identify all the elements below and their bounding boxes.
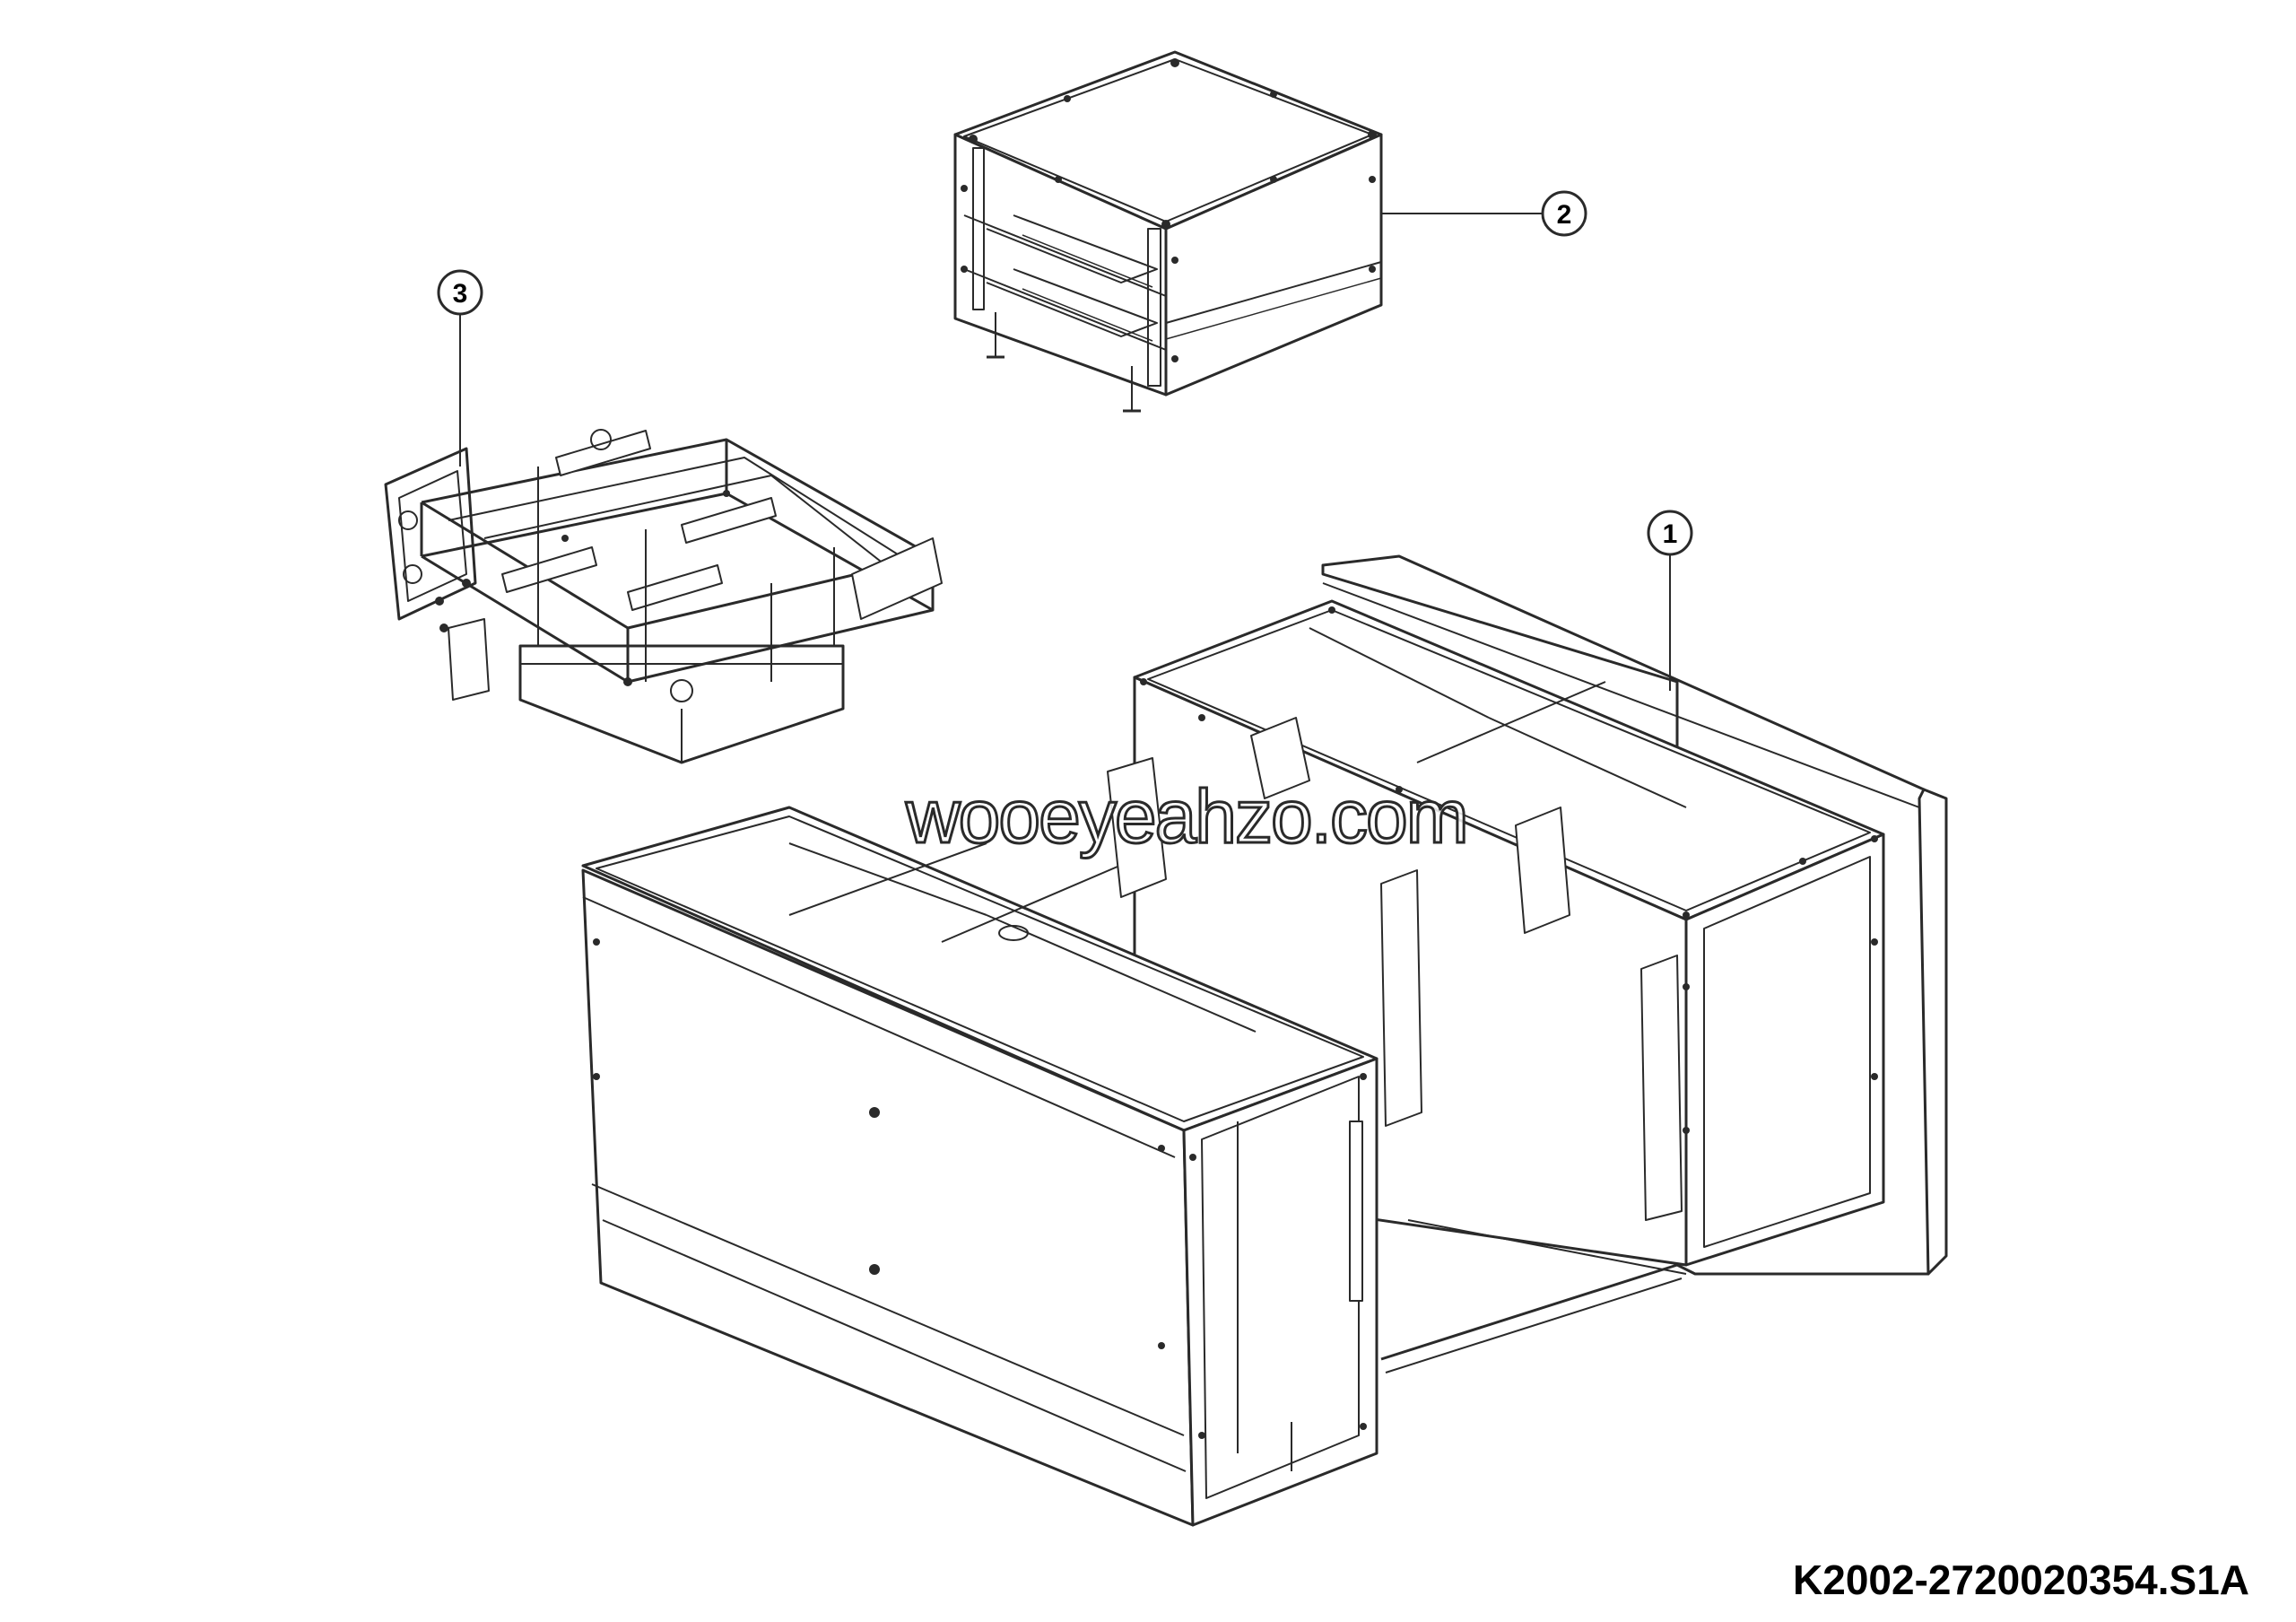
part-1-front-cabinet bbox=[581, 757, 1378, 1527]
callout-2-number: 2 bbox=[1557, 200, 1572, 230]
callout-3 bbox=[437, 269, 483, 467]
callout-1-number: 1 bbox=[1663, 519, 1678, 549]
part-1-back-cabinet bbox=[1133, 554, 1948, 1373]
part-2-rack-cabinet bbox=[953, 50, 1383, 413]
callout-1 bbox=[1647, 510, 1693, 691]
callout-2 bbox=[1381, 190, 1587, 237]
part-3-rigging-frame bbox=[384, 429, 943, 764]
document-code: K2002-2720020354.S1A bbox=[1793, 1557, 2249, 1603]
callout-3-number: 3 bbox=[453, 279, 468, 309]
